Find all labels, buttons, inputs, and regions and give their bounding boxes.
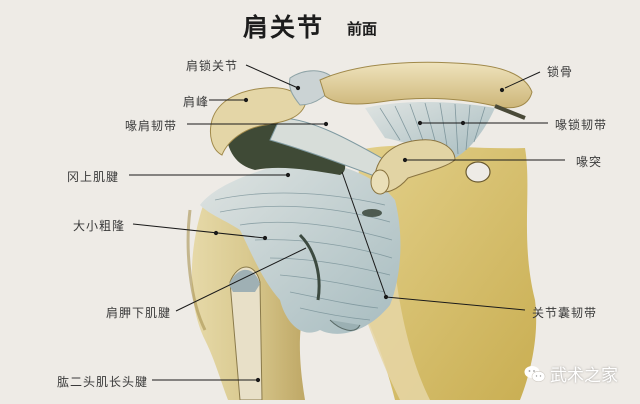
clavicle bbox=[319, 61, 533, 109]
leader-lines bbox=[129, 64, 565, 383]
coracoclavicular-ligament bbox=[365, 102, 495, 158]
page-subtitle: 前面 bbox=[347, 20, 378, 38]
biceps-tendon bbox=[229, 266, 263, 401]
wechat-icon bbox=[524, 365, 546, 382]
label-acromioclavicular-joint: 肩锁关节 bbox=[186, 59, 239, 73]
joint-capsule bbox=[200, 160, 401, 334]
label-joint-capsule-ligament: 关节囊韧带 bbox=[532, 306, 598, 320]
label-supraspinatus-tendon: 冈上肌腱 bbox=[67, 170, 120, 184]
page-title: 肩关节 bbox=[243, 13, 325, 42]
label-subscapularis-tendon: 肩胛下肌腱 bbox=[106, 306, 172, 320]
label-clavicle: 锁骨 bbox=[547, 65, 574, 79]
label-acromion: 肩峰 bbox=[183, 95, 210, 109]
watermark-text: 武术之家 bbox=[550, 366, 618, 386]
label-biceps-long-head-tendon: 肱二头肌长头腱 bbox=[57, 375, 149, 389]
watermark: 武术之家 bbox=[524, 361, 618, 386]
acromion bbox=[209, 87, 306, 156]
label-coracoclavicular-ligament: 喙锁韧带 bbox=[555, 118, 608, 132]
label-coracoid-process: 喙突 bbox=[576, 155, 603, 169]
label-greater-lesser-tubercle: 大小粗隆 bbox=[73, 219, 126, 233]
label-coracoacromial-ligament: 喙肩韧带 bbox=[125, 119, 178, 133]
